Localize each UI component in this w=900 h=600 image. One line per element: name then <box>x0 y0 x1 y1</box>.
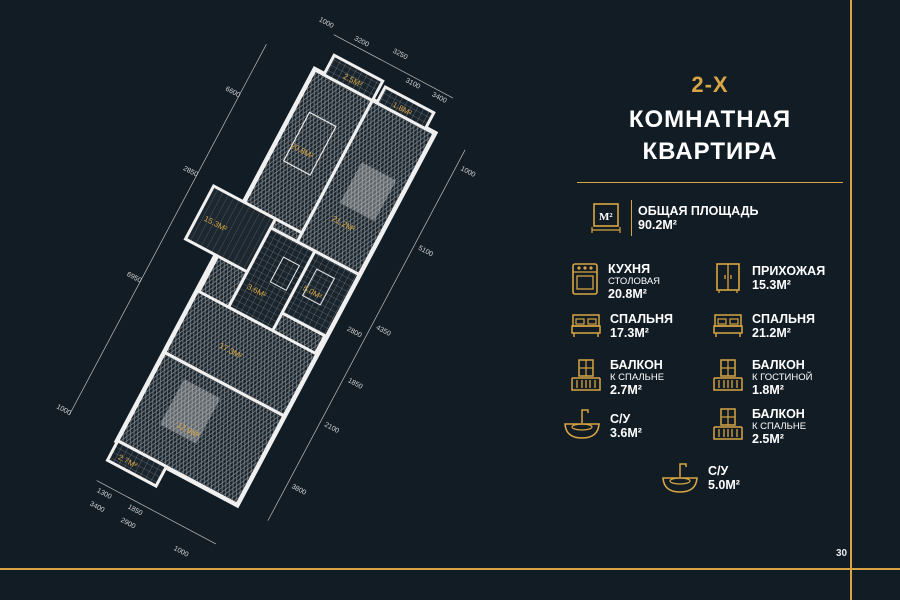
room-label: СПАЛЬНЯ <box>752 312 815 326</box>
room-label: С/У <box>610 412 631 426</box>
total-area-label: ОБЩАЯ ПЛОЩАДЬ <box>638 204 759 218</box>
total-area: M² ОБЩАЯ ПЛОЩАДЬ 90.2М² <box>590 200 759 234</box>
room-bathroom-1: С/У 3.6М² <box>562 408 642 442</box>
room-area: 5.0М² <box>708 478 740 492</box>
room-area: 2.5М² <box>752 432 784 446</box>
dim-label: 6600 <box>224 86 241 100</box>
sink-icon <box>564 409 600 439</box>
dim-label: 2850 <box>182 165 199 179</box>
room-kitchen: КУХНЯ СТОЛОВАЯ 20.8М² <box>570 262 660 302</box>
frame-line-bottom <box>0 568 900 570</box>
room-label: БАЛКОН <box>752 407 805 421</box>
balcony-icon <box>713 359 743 391</box>
dim-label: 2800 <box>346 326 363 340</box>
dim-label: 1850 <box>126 504 143 518</box>
room-balcony-bedroom-2: БАЛКОН К СПАЛЬНЕ 2.5М² <box>712 407 806 447</box>
bed-icon <box>571 314 601 337</box>
total-area-value: 90.2М² <box>638 218 677 232</box>
room-label: СПАЛЬНЯ <box>610 312 673 326</box>
wardrobe-icon <box>716 263 740 293</box>
dim-label: 1850 <box>347 377 364 391</box>
stove-icon <box>572 263 598 295</box>
room-label: БАЛКОН <box>752 358 805 372</box>
frame-line-right <box>850 0 852 600</box>
room-area: 1.8М² <box>752 383 784 397</box>
dim-label: 1300 <box>95 487 112 501</box>
room-label: КУХНЯ <box>608 262 651 276</box>
dim-label: 3100 <box>404 77 421 91</box>
total-area-divider <box>631 200 632 236</box>
apartment-title: 2-Х КОМНАТНАЯ КВАРТИРА <box>570 72 850 168</box>
dim-label: 1000 <box>55 404 72 418</box>
dim-label: 3800 <box>290 483 307 497</box>
sink-icon <box>662 463 698 493</box>
room-area: 20.8М² <box>608 287 647 301</box>
room-bedroom-2: СПАЛЬНЯ 21.2М² <box>712 312 815 341</box>
room-sublabel: К СПАЛЬНЕ <box>752 421 807 432</box>
title-line-3: КВАРТИРА <box>642 138 778 165</box>
room-sublabel: СТОЛОВАЯ <box>608 276 661 287</box>
room-bathroom-2: С/У 5.0М² <box>660 462 740 496</box>
title-divider <box>577 182 843 183</box>
balcony-icon <box>713 408 743 440</box>
dim-label: 6950 <box>125 271 142 285</box>
room-label: С/У <box>708 464 729 478</box>
dim-label: 5100 <box>417 245 434 259</box>
room-balcony-bedroom: БАЛКОН К СПАЛЬНЕ 2.7М² <box>570 358 664 398</box>
dim-label: 1000 <box>318 16 335 30</box>
dim-label: 4350 <box>375 324 392 338</box>
plan-outline: 2.5М² 1.8М² 20.8М² 21.2М² 15.3М² 5.0М² 3… <box>55 16 476 559</box>
dim-label: 3400 <box>88 501 105 515</box>
dim-label: 3250 <box>391 48 408 62</box>
page-number: 30 <box>836 548 848 559</box>
dim-label: 2100 <box>323 421 340 435</box>
room-area: 3.6М² <box>610 426 642 440</box>
room-area: 17.3М² <box>610 326 649 340</box>
room-sublabel: К ГОСТИНОЙ <box>752 372 813 383</box>
room-area: 15.3М² <box>752 278 791 292</box>
bed-icon <box>713 314 743 337</box>
m2-icon: M² <box>591 203 621 233</box>
dim-label: 2900 <box>119 517 136 531</box>
room-area: 2.7М² <box>610 383 642 397</box>
room-area: 21.2М² <box>752 326 791 340</box>
dim-label: 3200 <box>353 35 370 49</box>
room-label: БАЛКОН <box>610 358 663 372</box>
dim-label: 1000 <box>459 165 476 179</box>
room-label: ПРИХОЖАЯ <box>752 264 826 278</box>
balcony-icon <box>571 359 601 391</box>
svg-text:M²: M² <box>599 211 613 223</box>
dim-label: 1000 <box>172 545 189 559</box>
dim-label: 3400 <box>431 91 448 105</box>
room-hallway: ПРИХОЖАЯ 15.3М² <box>712 262 825 294</box>
title-line-1: 2-Х <box>691 72 729 97</box>
title-line-2: КОМНАТНАЯ <box>628 106 792 133</box>
room-sublabel: К СПАЛЬНЕ <box>610 372 665 383</box>
room-bedroom-1: СПАЛЬНЯ 17.3М² <box>570 312 673 341</box>
room-balcony-living: БАЛКОН К ГОСТИНОЙ 1.8М² <box>712 358 812 398</box>
